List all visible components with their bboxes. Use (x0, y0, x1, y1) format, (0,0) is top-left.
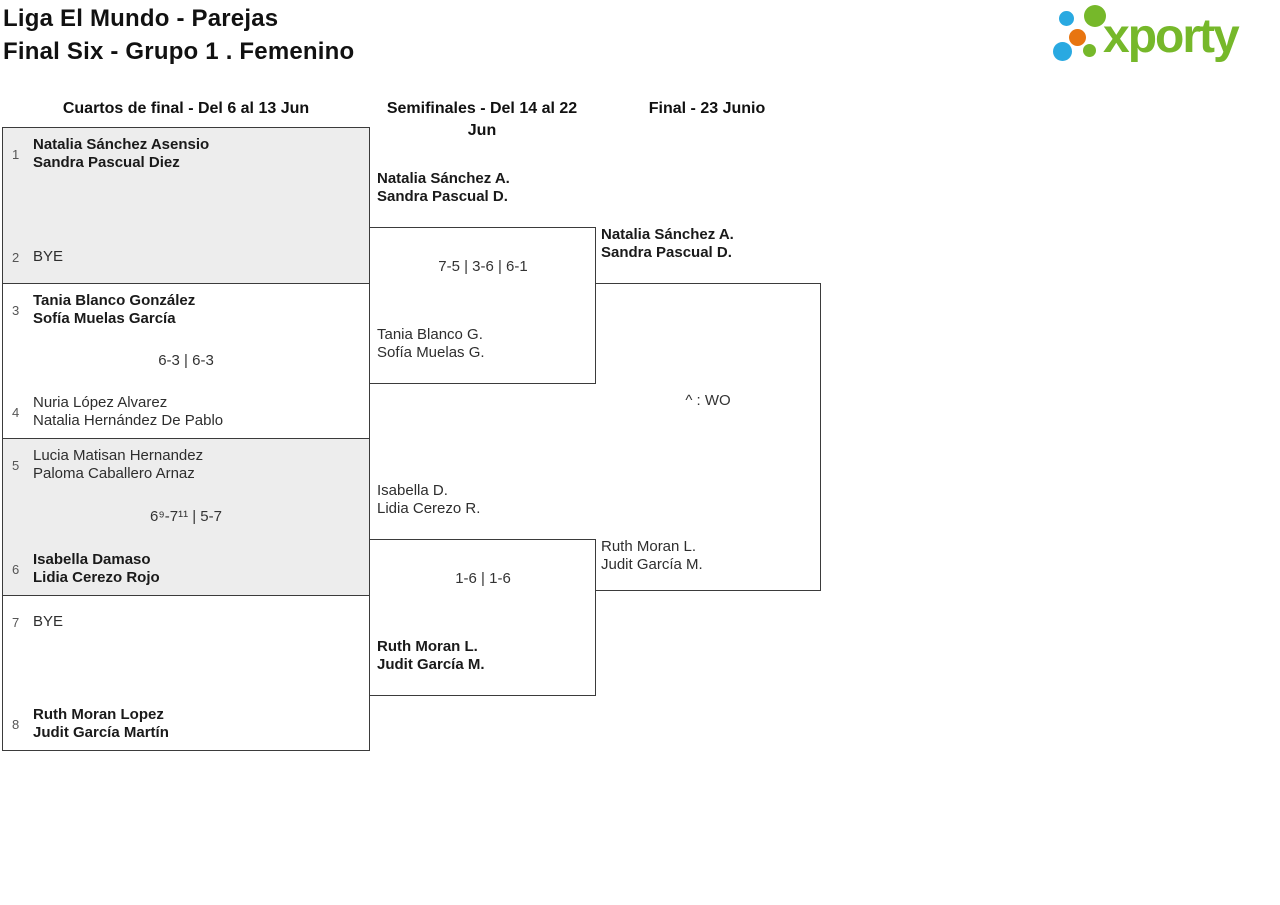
team-names: Isabella Damaso Lidia Cerezo Rojo (33, 551, 160, 587)
participant-slot: 4 Nuria López Alvarez Natalia Hernández … (12, 394, 361, 430)
player-name: BYE (33, 613, 64, 630)
participant-slot: 5 Lucia Matisan Hernandez Paloma Caballe… (12, 447, 361, 483)
team-names: Lucia Matisan Hernandez Paloma Caballero… (33, 447, 203, 483)
team-names: Ruth Moran Lopez Judit García Martín (33, 706, 169, 742)
player-name: Lidia Cerezo R. (377, 500, 481, 517)
player-name: Ruth Moran Lopez (33, 706, 164, 723)
seed-number: 8 (12, 716, 20, 732)
tournament-name: Liga El Mundo - Parejas (3, 5, 279, 32)
player-name: Sandra Pascual D. (377, 188, 508, 205)
player-name: Ruth Moran L. (601, 538, 697, 555)
logo-dot-blue-small-icon (1059, 11, 1074, 26)
seed-number: 6 (12, 561, 20, 577)
participant-slot: 1 Natalia Sánchez Asensio Sandra Pascual… (12, 136, 361, 172)
logo-wordmark: xporty (1103, 10, 1240, 63)
player-name: Sofía Muelas García (33, 310, 176, 327)
match-quarterfinal-2: 3 Tania Blanco González Sofía Muelas Gar… (2, 283, 370, 439)
team-names: Nuria López Alvarez Natalia Hernández De… (33, 394, 223, 430)
player-name: Lucia Matisan Hernandez (33, 447, 204, 464)
tournament-stage: Final Six - Grupo 1 . Femenino (3, 38, 355, 65)
match-quarterfinal-1: 1 Natalia Sánchez Asensio Sandra Pascual… (2, 127, 370, 284)
match-semifinal-1 (370, 227, 596, 384)
seed-number: 7 (12, 614, 20, 630)
logo-dot-blue-big-icon (1053, 42, 1072, 61)
seed-number: 3 (12, 302, 20, 318)
seed-number: 4 (12, 404, 20, 420)
match-score: 7-5 | 3-6 | 6-1 (438, 258, 528, 275)
seed-number: 2 (12, 249, 20, 265)
participant-slot: 2 BYE (12, 239, 361, 275)
match-semifinal-2 (370, 539, 596, 696)
team-names: BYE (33, 604, 63, 640)
participant-slot: 7 BYE (12, 604, 361, 640)
player-name: BYE (33, 248, 64, 265)
round-header-semifinals: Semifinales - Del 14 al 22 Jun (386, 100, 578, 139)
player-name: Natalia Sánchez A. (377, 170, 510, 187)
participant-slot: 3 Tania Blanco González Sofía Muelas Gar… (12, 292, 361, 328)
semifinal-2-top-team: Isabella D. Lidia Cerezo R. (377, 482, 480, 518)
team-names: Natalia Sánchez Asensio Sandra Pascual D… (33, 136, 209, 172)
player-name: Judit García M. (377, 656, 485, 673)
player-name: Judit García M. (601, 556, 703, 573)
round-header-quarterfinals: Cuartos de final - Del 6 al 13 Jun (62, 100, 310, 117)
match-score: 6⁹-7¹¹ | 5-7 (149, 508, 222, 525)
match-quarterfinal-3: 5 Lucia Matisan Hernandez Paloma Caballe… (2, 438, 370, 596)
page-title: Liga El Mundo - Parejas Final Six - Grup… (3, 2, 354, 68)
player-name: Natalia Sánchez A. (601, 226, 734, 243)
match-score: 1-6 | 1-6 (455, 570, 511, 587)
player-name: Natalia Hernández De Pablo (33, 412, 224, 429)
match-final (595, 283, 821, 591)
player-name: Sofía Muelas G. (377, 344, 485, 361)
player-name: Ruth Moran L. (377, 638, 478, 655)
player-name: Isabella D. (377, 482, 448, 499)
player-name: Judit García Martín (33, 724, 169, 741)
player-name: Tania Blanco G. (377, 326, 483, 343)
semifinal-2-bottom-team: Ruth Moran L. Judit García M. (377, 638, 485, 674)
semifinal-1-top-team: Natalia Sánchez A. Sandra Pascual D. (377, 170, 510, 206)
player-name: Paloma Caballero Arnaz (33, 465, 195, 482)
player-name: Sandra Pascual Diez (33, 154, 180, 171)
participant-slot: 8 Ruth Moran Lopez Judit García Martín (12, 706, 361, 742)
player-name: Sandra Pascual D. (601, 244, 732, 261)
player-name: Natalia Sánchez Asensio (33, 136, 210, 153)
match-score: 6-3 | 6-3 (158, 352, 214, 369)
team-names: Tania Blanco González Sofía Muelas Garcí… (33, 292, 195, 328)
final-top-team: Natalia Sánchez A. Sandra Pascual D. (601, 226, 734, 262)
seed-number: 5 (12, 457, 20, 473)
match-score-walkover: ^ : WO (685, 392, 731, 409)
player-name: Nuria López Alvarez (33, 394, 168, 411)
xporty-logo[interactable]: xporty (1045, 3, 1280, 73)
player-name: Tania Blanco González (33, 292, 196, 309)
seed-number: 1 (12, 146, 20, 162)
semifinal-1-bottom-team: Tania Blanco G. Sofía Muelas G. (377, 326, 485, 362)
participant-slot: 6 Isabella Damaso Lidia Cerezo Rojo (12, 551, 361, 587)
match-quarterfinal-4: 7 BYE 8 Ruth Moran Lopez Judit García Ma… (2, 595, 370, 751)
logo-dot-green-small-icon (1083, 44, 1096, 57)
player-name: Lidia Cerezo Rojo (33, 569, 160, 586)
team-names: BYE (33, 239, 63, 275)
logo-dot-orange-icon (1069, 29, 1086, 46)
round-header-final: Final - 23 Junio (648, 100, 766, 117)
final-bottom-team: Ruth Moran L. Judit García M. (601, 538, 703, 574)
logo-dot-green-big-icon (1084, 5, 1106, 27)
player-name: Isabella Damaso (33, 551, 151, 568)
